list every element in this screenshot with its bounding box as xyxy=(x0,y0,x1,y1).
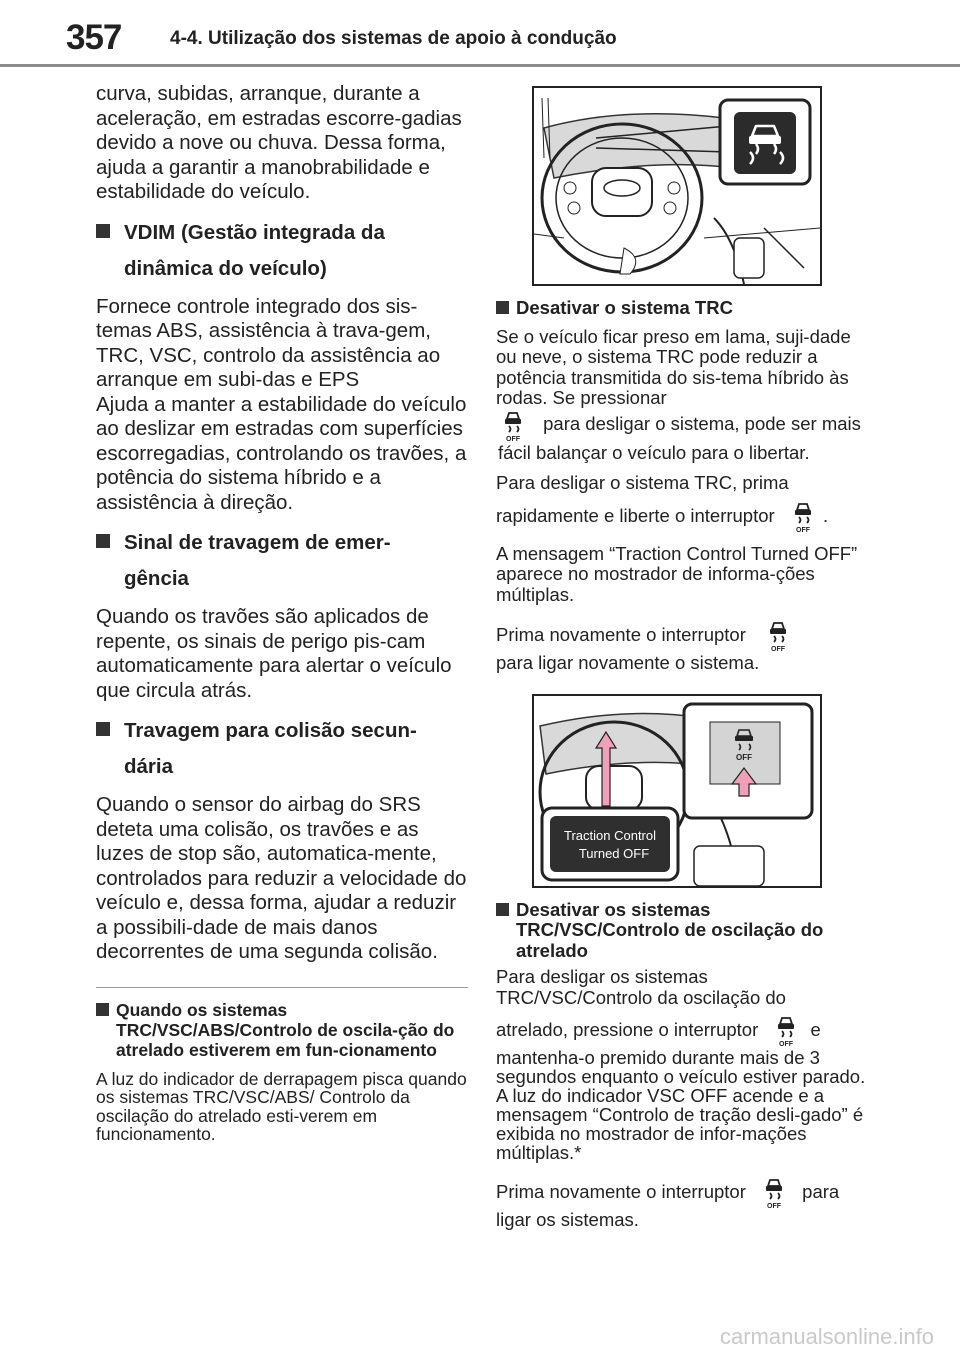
trc-text-3: Para desligar o sistema TRC, prima xyxy=(496,472,789,493)
bullet-square-icon xyxy=(96,534,110,548)
svg-text:Turned OFF: Turned OFF xyxy=(579,846,649,861)
all-text-1: Para desligar os sistemas TRC/VSC/Contro… xyxy=(496,966,786,1008)
all-text-5c: ligar os sistemas. xyxy=(496,1209,639,1230)
watermark: carmanualsonline.info xyxy=(719,1324,934,1349)
trc-heading: Desativar o sistema TRC xyxy=(496,297,866,319)
svg-text:OFF: OFF xyxy=(796,527,811,534)
note-divider xyxy=(96,986,468,988)
note-text: A luz do indicador de derrapagem pisca q… xyxy=(96,1068,467,1144)
vsc-off-icon: OFF xyxy=(505,411,521,443)
dashboard-illustration-1 xyxy=(532,86,822,286)
all-systems-heading: Desativar os sistemas TRC/VSC/Controlo d… xyxy=(496,899,866,962)
all-text-3: mantenha-o premido durante mais de 3 seg… xyxy=(496,1047,866,1087)
svg-text:OFF: OFF xyxy=(779,1041,794,1048)
emergency-signal-text: Quando os travões são aplicados de repen… xyxy=(96,605,452,702)
section-title: 4-4. Utilização dos sistemas de apoio à … xyxy=(170,28,617,49)
intro-paragraph: curva, subidas, arranque, durante a acel… xyxy=(96,82,462,203)
svg-text:OFF: OFF xyxy=(736,753,752,762)
page-number: 357 xyxy=(66,18,122,57)
svg-text:OFF: OFF xyxy=(506,436,521,443)
left-column: curva, subidas, arranque, durante a acel… xyxy=(96,78,468,1144)
vdim-text: Fornece controle integrado dos sis-temas… xyxy=(96,294,441,392)
vdim-text-2: Ajuda a manter a estabilidade do veículo… xyxy=(96,392,467,514)
svg-text:OFF: OFF xyxy=(767,1203,782,1210)
bullet-square-icon xyxy=(496,301,509,314)
bullet-square-icon xyxy=(96,722,110,736)
vsc-off-icon: OFF xyxy=(770,622,787,653)
bullet-square-icon xyxy=(496,902,509,916)
page-header: 357 4-4. Utilização dos sistemas de apoi… xyxy=(0,0,960,67)
svg-text:OFF: OFF xyxy=(771,646,786,653)
right-column: Desativar o sistema TRC Se o veículo fic… xyxy=(496,86,866,1231)
bullet-square-icon xyxy=(96,223,110,238)
note-heading: Quando os sistemas TRC/VSC/ABS/Controlo … xyxy=(96,1000,468,1060)
dashboard-drawing xyxy=(534,88,820,284)
all-text-4: A luz do indicador VSC OFF acende e a me… xyxy=(496,1085,864,1163)
trc-text-3b: rapidamente e liberte o interruptor OFF … xyxy=(496,500,866,534)
secondary-collision-text: Quando o sensor do airbag do SRS deteta … xyxy=(96,793,467,963)
all-text-2: atrelado, pressione o interruptor OFF e xyxy=(496,1014,866,1048)
svg-text:Traction Control: Traction Control xyxy=(564,828,656,843)
vsc-off-icon: OFF xyxy=(766,1179,783,1210)
vsc-off-icon: OFF xyxy=(794,502,811,534)
trc-text-5: Prima novamente o interruptor OFF xyxy=(496,619,866,653)
trc-text-5b: para ligar novamente o sistema. xyxy=(496,652,760,673)
header-divider xyxy=(0,64,960,67)
dashboard-drawing-2: OFF Traction Control Turned OFF xyxy=(534,695,820,886)
secondary-collision-heading: Travagem para colisão secun-dária xyxy=(96,713,468,785)
trc-text-2: OFF para desligar o sistema, pode ser ma… xyxy=(496,409,866,464)
trc-text-1: Se o veículo ficar preso em lama, suji-d… xyxy=(496,325,851,408)
bullet-square-icon xyxy=(96,1002,109,1016)
dashboard-illustration-2: OFF Traction Control Turned OFF xyxy=(532,693,822,888)
trc-text-4: A mensagem “Traction Control Turned OFF”… xyxy=(496,542,858,605)
vsc-off-icon: OFF xyxy=(778,1017,795,1048)
emergency-signal-heading: Sinal de travagem de emer-gência xyxy=(96,525,468,597)
all-text-5: Prima novamente o interruptor OFF para xyxy=(496,1176,866,1210)
